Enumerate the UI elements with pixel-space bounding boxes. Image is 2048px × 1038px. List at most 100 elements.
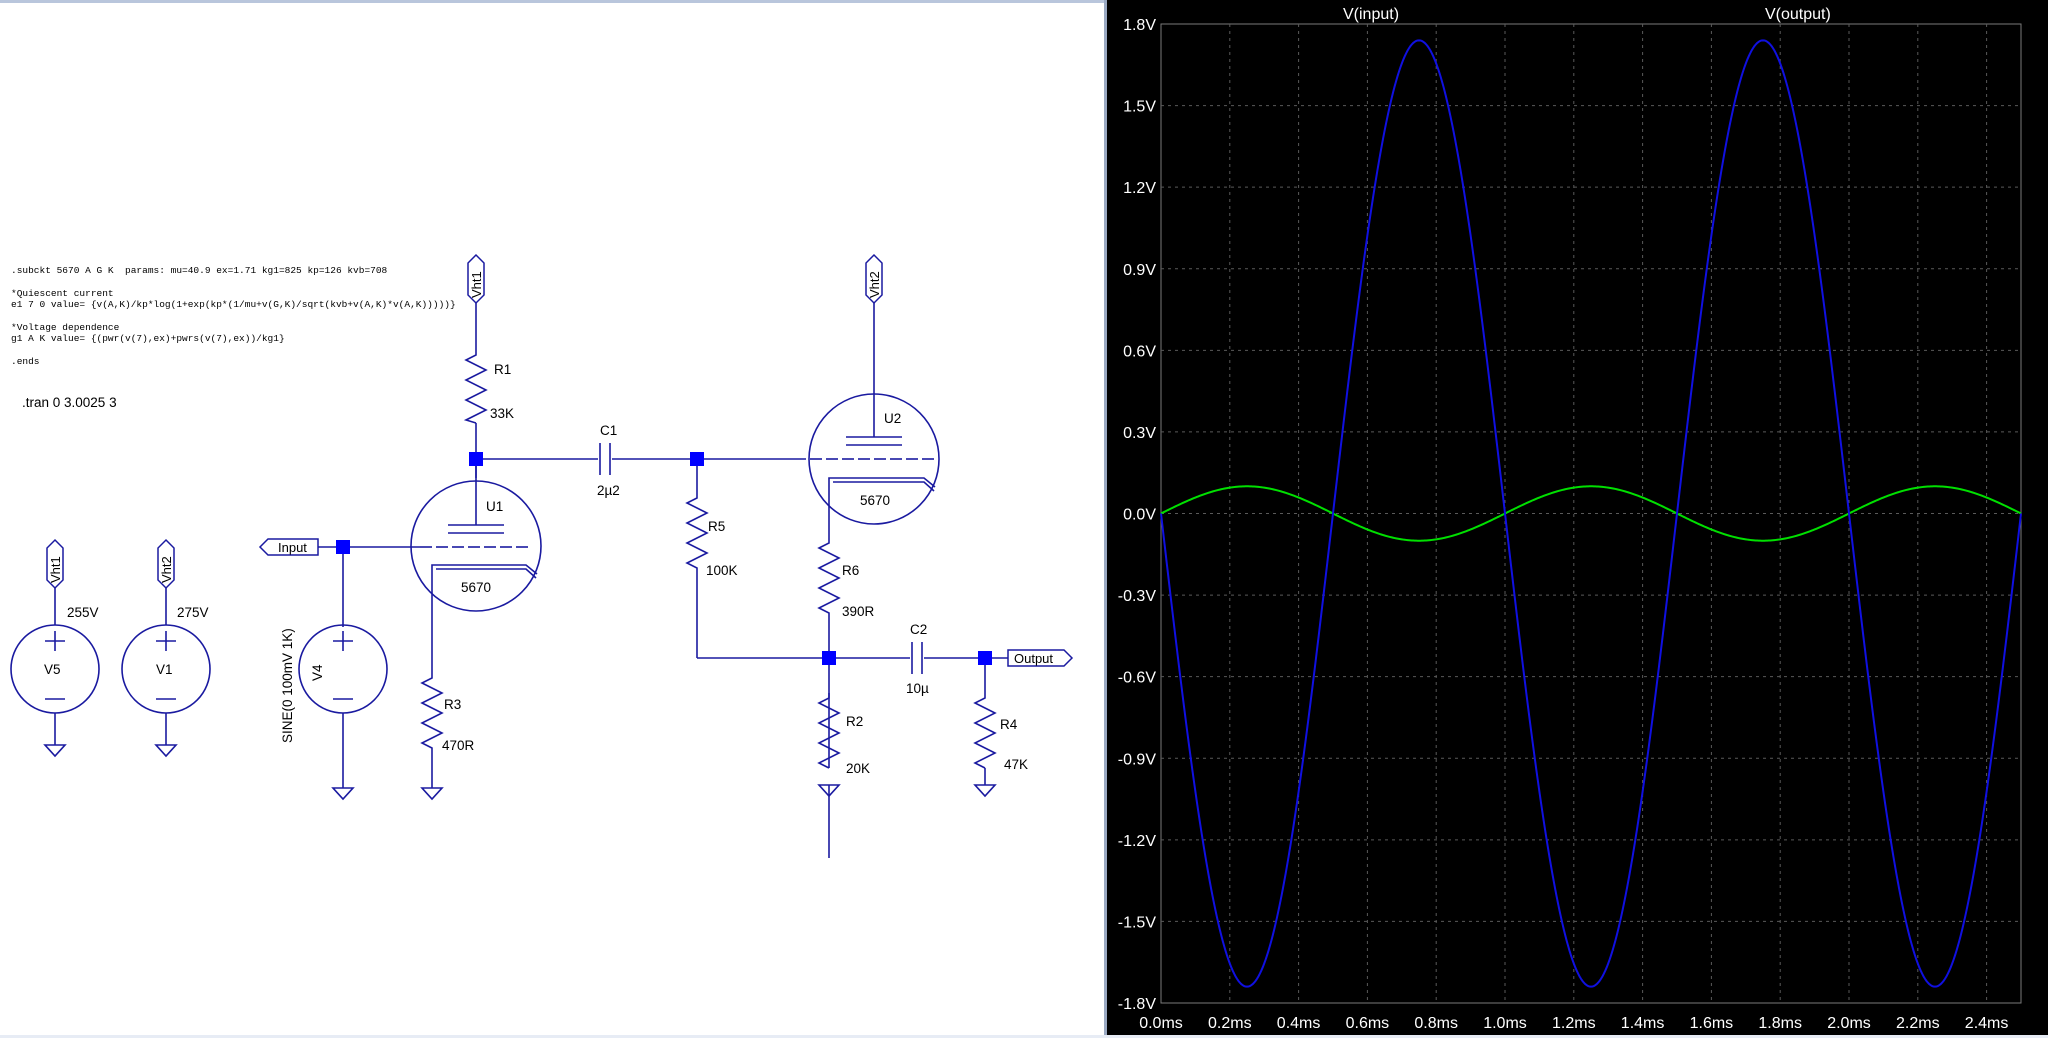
x-tick-label: 1.6ms	[1690, 1015, 1734, 1032]
wires	[54, 303, 1008, 858]
component-name: R2	[846, 714, 863, 729]
resistor-r3[interactable]: R3 470R	[420, 673, 475, 758]
net-flag-vht1-v5[interactable]: Vht1	[46, 538, 64, 590]
component-value: 470R	[442, 738, 475, 753]
y-tick-label: -1.2V	[1118, 833, 1157, 850]
junction-u2-cathode	[822, 651, 836, 665]
y-tick-label: -0.9V	[1118, 751, 1157, 768]
resistor-r1[interactable]: R1 33K	[463, 348, 514, 424]
x-tick-label: 0.0ms	[1139, 1015, 1183, 1032]
net-flag-input[interactable]: Input	[258, 538, 319, 556]
net-label: Vht1	[469, 271, 484, 298]
net-label: Output	[1014, 651, 1053, 666]
component-name: U2	[884, 411, 901, 426]
component-name: R1	[494, 362, 511, 377]
spice-line: g1 A K value= {(pwr(v(7),ex)+pwrs(v(7),e…	[11, 333, 285, 344]
voltage-source-v1[interactable]: 275V V1	[121, 605, 211, 714]
x-tick-label: 1.0ms	[1483, 1015, 1527, 1032]
capacitor-c2[interactable]: C2 10µ	[906, 622, 929, 696]
y-tick-label: 0.3V	[1123, 425, 1156, 442]
junction-output	[978, 651, 992, 665]
y-tick-label: -0.6V	[1118, 670, 1157, 687]
trace-label-vinput[interactable]: V(input)	[1343, 6, 1399, 23]
x-tick-label: 2.4ms	[1965, 1015, 2009, 1032]
capacitor-c1[interactable]: C1 2µ2	[597, 423, 620, 498]
triode-u1[interactable]: U1 5670	[410, 478, 542, 612]
ground-icon	[331, 787, 355, 801]
component-value: 10µ	[906, 681, 929, 696]
y-tick-label: 1.5V	[1123, 99, 1156, 116]
net-label: Vht1	[48, 556, 63, 583]
y-tick-label: 0.0V	[1123, 507, 1156, 524]
component-value: 5670	[461, 580, 491, 595]
component-name: C1	[600, 423, 617, 438]
component-value: 2µ2	[597, 483, 620, 498]
trace-voutput[interactable]	[1160, 39, 2022, 988]
x-tick-label: 2.2ms	[1896, 1015, 1940, 1032]
x-tick-label: 0.6ms	[1346, 1015, 1390, 1032]
voltage-source-v5[interactable]: 255V V5	[10, 605, 100, 714]
y-tick-label: 1.2V	[1123, 180, 1156, 197]
waveform-plot: 1.8V1.5V1.2V0.9V0.6V0.3V0.0V-0.3V-0.6V-0…	[1118, 6, 2022, 1032]
resistor-r6[interactable]: R6 390R	[817, 538, 875, 628]
voltage-source-v4[interactable]: V4 SINE(0 100mV 1K)	[280, 624, 388, 743]
net-label: Input	[278, 540, 307, 555]
component-name: R5	[708, 519, 725, 534]
y-tick-label: -1.8V	[1118, 996, 1157, 1013]
x-tick-label: 0.8ms	[1414, 1015, 1458, 1032]
resistor-r2[interactable]: R2 20K	[817, 693, 870, 776]
junction-u2-grid	[690, 452, 704, 466]
net-flag-vht2-u2[interactable]: Vht2	[865, 253, 883, 305]
y-tick-label: 1.8V	[1123, 17, 1156, 34]
component-value: 255V	[67, 605, 99, 620]
component-name: V5	[44, 662, 61, 677]
x-tick-label: 1.8ms	[1758, 1015, 1802, 1032]
net-flag-output[interactable]: Output	[1007, 649, 1074, 667]
junction-input	[336, 540, 350, 554]
x-tick-label: 1.2ms	[1552, 1015, 1596, 1032]
spice-line: .ends	[11, 355, 40, 367]
net-flag-vht1-u1[interactable]: Vht1	[467, 253, 485, 305]
junction-u1-plate	[469, 452, 483, 466]
triode-u2[interactable]: U2 5670	[808, 393, 940, 525]
x-tick-label: 0.2ms	[1208, 1015, 1252, 1032]
y-tick-label: -0.3V	[1118, 588, 1157, 605]
pane-splitter[interactable]	[1104, 0, 1107, 1035]
traces	[1160, 39, 2022, 988]
spice-line: e1 7 0 value= {v(A,K)/kp*log(1+exp(kp*(1…	[11, 299, 456, 310]
net-flag-vht2-v1[interactable]: Vht2	[157, 538, 175, 590]
ground-icon	[817, 784, 841, 798]
component-value: SINE(0 100mV 1K)	[280, 628, 295, 743]
net-label: Vht2	[159, 556, 174, 583]
y-tick-label: -1.5V	[1118, 914, 1157, 931]
ground-icon	[973, 784, 997, 798]
x-axis-ticks: 0.0ms 0.2ms 0.4ms 0.6ms 0.8ms 1.0ms 1.2ms 1.4ms…	[1139, 1015, 2008, 1032]
x-tick-label: 0.4ms	[1277, 1015, 1321, 1032]
trace-label-voutput[interactable]: V(output)	[1765, 6, 1831, 23]
x-tick-label: 1.4ms	[1621, 1015, 1665, 1032]
x-tick-label: 2.0ms	[1827, 1015, 1871, 1032]
schematic-editor[interactable]: .subckt 5670 A G K params: mu=40.9 ex=1.…	[0, 0, 1104, 1035]
component-value: 275V	[177, 605, 209, 620]
resistor-r4[interactable]: R4 47K	[973, 693, 1028, 772]
trace-vinput[interactable]	[1160, 485, 2022, 542]
component-name: U1	[486, 499, 503, 514]
component-value: 47K	[1004, 757, 1028, 772]
component-value: 390R	[842, 604, 875, 619]
ground-icon	[43, 744, 67, 758]
tran-directive[interactable]: .tran 0 3.0025 3	[22, 395, 117, 410]
component-name: V4	[310, 664, 325, 681]
schematic-canvas: Vht1 Vht2 Vht1 Vht2 Input Output R1 33K	[10, 253, 1074, 858]
resistor-r5[interactable]: R5 100K	[685, 493, 738, 583]
component-name: R3	[444, 697, 461, 712]
spice-subckt-directive[interactable]: .subckt 5670 A G K params: mu=40.9 ex=1.…	[11, 265, 456, 367]
net-label: Vht2	[867, 271, 882, 298]
ground-icon	[420, 787, 444, 801]
spice-line: .subckt 5670 A G K params: mu=40.9 ex=1.…	[11, 265, 388, 276]
component-value: 100K	[706, 563, 738, 578]
y-axis-ticks: 1.8V1.5V1.2V0.9V0.6V0.3V0.0V-0.3V-0.6V-0…	[1118, 17, 1157, 1013]
component-name: C2	[910, 622, 927, 637]
component-name: V1	[156, 662, 173, 677]
component-value: 33K	[490, 406, 514, 421]
